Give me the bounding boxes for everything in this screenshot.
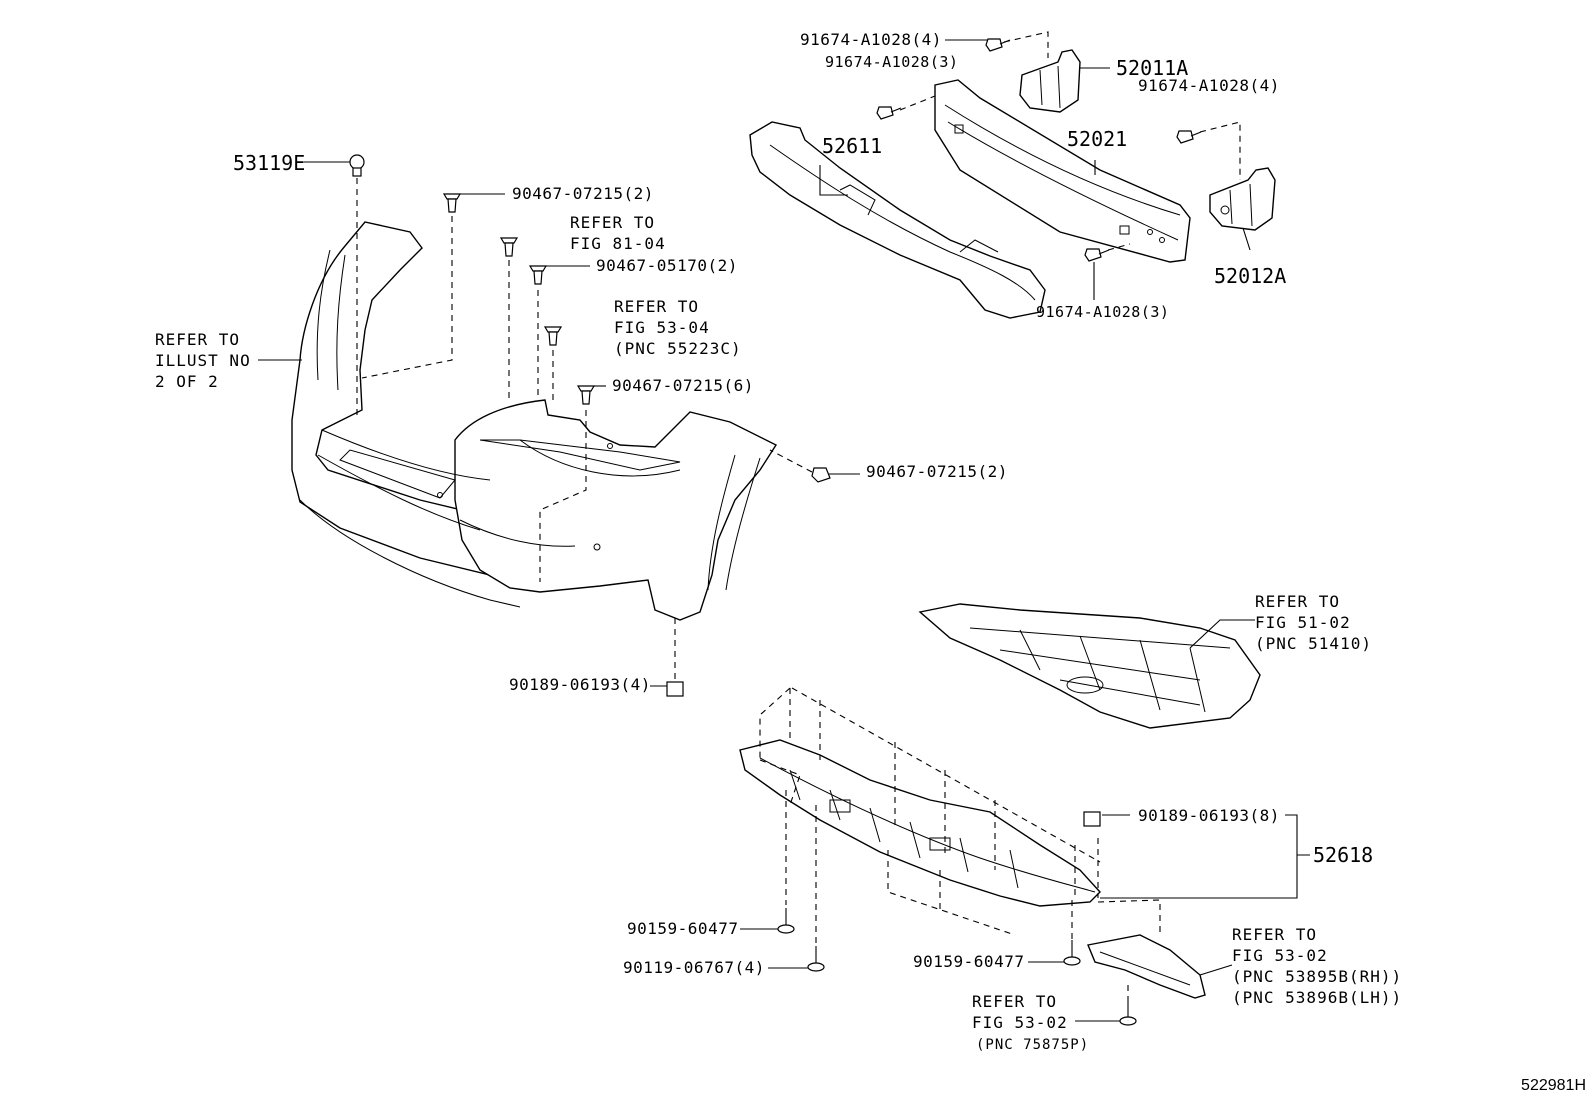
reinforcement-drawing bbox=[749, 79, 1191, 319]
bracket-drawings bbox=[1019, 49, 1276, 231]
under-cover-drawing bbox=[918, 603, 1261, 729]
note-refer-fig-53-04[interactable]: REFER TO FIG 53-04 (PNC 55223C) bbox=[614, 297, 742, 358]
note-refer-fig-81-04[interactable]: REFER TO FIG 81-04 bbox=[570, 213, 666, 253]
part-label-91674-A1028-3-top[interactable]: 91674-A1028(3) bbox=[825, 53, 959, 71]
part-label-90159-60477-right[interactable]: 90159-60477 bbox=[913, 952, 1025, 971]
bumper-lower-cover-drawing bbox=[739, 739, 1101, 907]
note-pnc-75875p[interactable]: (PNC 75875P) bbox=[976, 1037, 1090, 1053]
note-refer-fig-51-02[interactable]: REFER TO FIG 51-02 (PNC 51410) bbox=[1255, 592, 1372, 653]
part-label-52611[interactable]: 52611 bbox=[822, 134, 883, 158]
fasteners bbox=[349, 38, 1202, 1026]
part-label-53119E[interactable]: 53119E bbox=[233, 151, 306, 175]
note-refer-fig-53-02-bottom[interactable]: REFER TO FIG 53-02 bbox=[972, 992, 1068, 1032]
part-label-90467-07215-6[interactable]: 90467-07215(6) bbox=[612, 376, 754, 395]
part-label-90119-06767-4[interactable]: 90119-06767(4) bbox=[623, 958, 765, 977]
bumper-cover-drawing bbox=[291, 221, 778, 621]
diagram-code: 522981H bbox=[1521, 1077, 1586, 1094]
note-refer-fig-53-02-side-cover[interactable]: REFER TO FIG 53-02 (PNC 53895B(RH)) (PNC… bbox=[1232, 925, 1403, 1007]
part-label-91674-A1028-4-right[interactable]: 91674-A1028(4) bbox=[1138, 76, 1280, 95]
part-label-52021[interactable]: 52021 bbox=[1067, 127, 1128, 151]
leader-lines bbox=[258, 39, 1310, 1022]
part-label-52618[interactable]: 52618 bbox=[1313, 843, 1374, 867]
note-refer-illust-2-of-2[interactable]: REFER TO ILLUST NO 2 OF 2 bbox=[155, 330, 251, 391]
assembly-lines bbox=[356, 31, 1241, 1000]
part-label-90159-60477-left[interactable]: 90159-60477 bbox=[627, 919, 739, 938]
part-label-91674-A1028-4-top[interactable]: 91674-A1028(4) bbox=[800, 30, 942, 49]
part-label-90189-06193-8[interactable]: 90189-06193(8) bbox=[1138, 806, 1280, 825]
part-label-90467-05170-2[interactable]: 90467-05170(2) bbox=[596, 256, 738, 275]
part-label-52011A[interactable]: 52011A bbox=[1116, 56, 1189, 80]
part-label-90467-07215-2-side[interactable]: 90467-07215(2) bbox=[866, 462, 1008, 481]
part-label-90467-07215-2-upper[interactable]: 90467-07215(2) bbox=[512, 184, 654, 203]
side-under-cover-drawing bbox=[1087, 934, 1206, 999]
part-label-90189-06193-4[interactable]: 90189-06193(4) bbox=[509, 675, 651, 694]
part-label-52012A[interactable]: 52012A bbox=[1214, 264, 1287, 288]
part-label-91674-A1028-3-bottom[interactable]: 91674-A1028(3) bbox=[1036, 303, 1170, 321]
